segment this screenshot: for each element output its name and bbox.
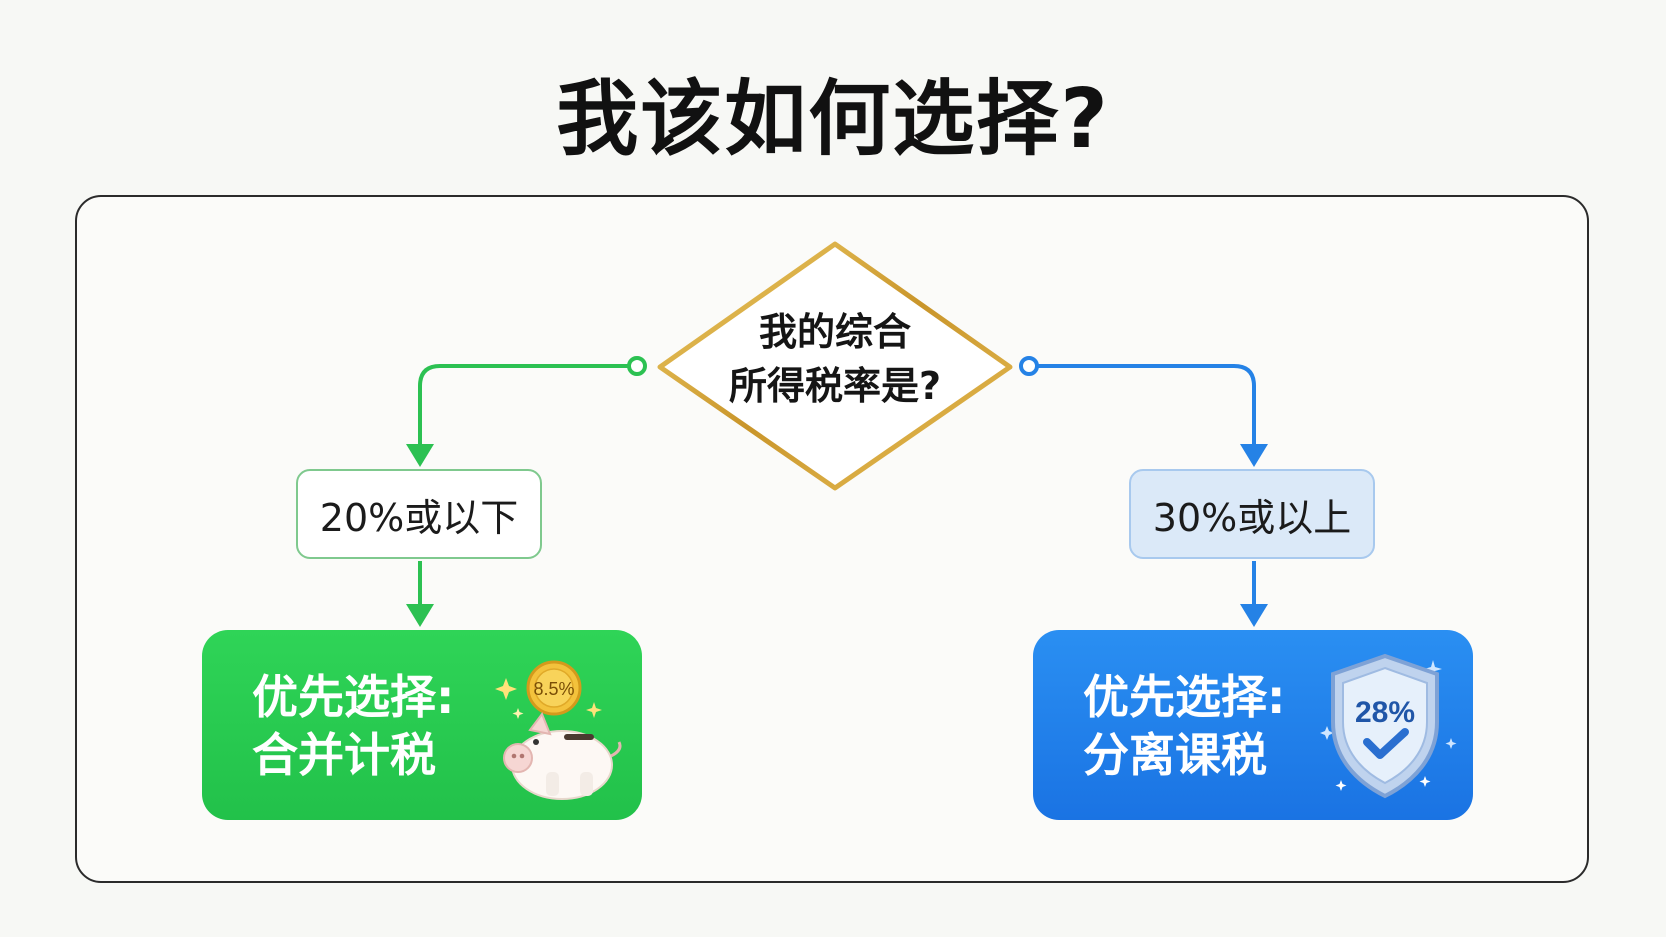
result-right-line-1: 优先选择: bbox=[1083, 670, 1286, 724]
condition-high-rate: 30%或以上 bbox=[1129, 469, 1375, 559]
sparkle-icon bbox=[1424, 660, 1442, 678]
left-arrowhead-2 bbox=[406, 604, 434, 627]
decision-line-1: 我的综合 bbox=[758, 310, 911, 354]
result-combined-tax-text: 优先选择: 合并计税 bbox=[252, 668, 454, 784]
condition-low-rate: 20%或以下 bbox=[296, 469, 542, 559]
result-left-line-1: 优先选择: bbox=[252, 670, 455, 724]
decision-line-2: 所得税率是? bbox=[728, 364, 942, 408]
result-separate-tax-card: 优先选择: 分离课税 28% bbox=[1033, 630, 1473, 820]
sparkle-icon bbox=[495, 678, 517, 700]
result-left-line-2: 合并计税 bbox=[252, 728, 436, 782]
sparkle-icon bbox=[512, 708, 524, 719]
page-title: 我该如何选择? bbox=[556, 72, 1110, 167]
sparkle-icon bbox=[1335, 780, 1347, 791]
piggy-bank-icon: 8.5% bbox=[495, 660, 622, 800]
shield-check-icon: 28% bbox=[1320, 653, 1457, 799]
shield-rate-label: 28% bbox=[1355, 696, 1415, 729]
sparkle-icon bbox=[586, 702, 602, 718]
right-arrowhead-1 bbox=[1240, 444, 1268, 467]
sparkle-icon bbox=[1419, 776, 1431, 787]
decision-question: 我的综合 所得税率是? bbox=[690, 305, 980, 413]
result-separate-tax-text: 优先选择: 分离课税 bbox=[1083, 668, 1285, 784]
sparkle-icon bbox=[1445, 738, 1457, 749]
coin-rate-label: 8.5% bbox=[533, 679, 574, 699]
decision-diamond bbox=[657, 241, 1013, 491]
left-connector bbox=[418, 356, 647, 606]
right-arrowhead-2 bbox=[1240, 604, 1268, 627]
result-right-line-2: 分离课税 bbox=[1083, 728, 1267, 782]
result-combined-tax-card: 优先选择: 合并计税 8.5% bbox=[202, 630, 642, 820]
right-connector bbox=[1019, 356, 1256, 606]
left-arrowhead-1 bbox=[406, 444, 434, 467]
sparkle-icon bbox=[1320, 726, 1334, 740]
